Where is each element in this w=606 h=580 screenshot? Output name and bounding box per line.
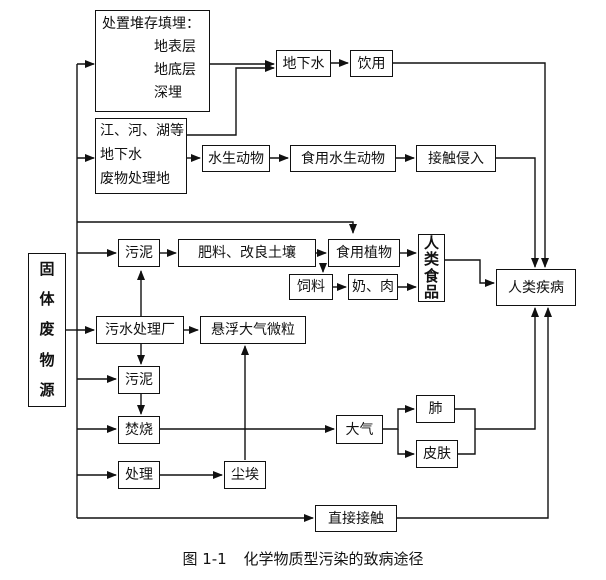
skin-box: 皮肤 bbox=[416, 440, 458, 468]
edible-plants-label: 食用植物 bbox=[336, 245, 392, 261]
contact-invasion-box: 接触侵入 bbox=[416, 145, 496, 172]
sludge-bottom-label: 污泥 bbox=[125, 372, 153, 388]
lung-box: 肺 bbox=[416, 395, 455, 423]
groundwater-label: 地下水 bbox=[282, 55, 325, 72]
human-food-char: 类 bbox=[423, 250, 439, 269]
arrow-atmosphere-to-skin bbox=[397, 429, 415, 458]
milk-meat-box: 奶、肉 bbox=[348, 274, 398, 300]
atmosphere-box: 大气 bbox=[336, 415, 383, 444]
feed-box: 饲料 bbox=[289, 274, 333, 300]
solid-waste-source-box: 固 体 废 物 源 bbox=[28, 253, 66, 407]
water-body-item: 地下水 bbox=[100, 147, 142, 163]
atmosphere-label: 大气 bbox=[345, 421, 374, 438]
treatment-label: 处理 bbox=[125, 467, 153, 483]
sewage-plant-label: 污水处理厂 bbox=[105, 322, 175, 338]
source-char: 固 bbox=[39, 259, 55, 278]
arrow-atmosphere-to-disease bbox=[475, 307, 539, 430]
arrow-atmosphere-to-lung bbox=[383, 405, 415, 430]
disposal-title: 处置堆存填埋： bbox=[102, 16, 200, 32]
milk-meat-label: 奶、肉 bbox=[352, 279, 394, 295]
human-food-char: 品 bbox=[423, 283, 439, 302]
water-bodies-box: 江、河、湖等 地下水 废物处理地 bbox=[95, 118, 187, 194]
disposal-item: 地表层 bbox=[154, 39, 196, 55]
contact-invasion-label: 接触侵入 bbox=[428, 150, 484, 167]
water-body-item: 废物处理地 bbox=[100, 171, 170, 187]
incineration-box: 焚烧 bbox=[118, 416, 160, 444]
human-disease-box: 人类疾病 bbox=[496, 269, 576, 306]
sludge-top-label: 污泥 bbox=[125, 245, 153, 261]
arrow-water-to-groundwater bbox=[187, 64, 275, 136]
arrow-contact-to-disease bbox=[496, 157, 539, 268]
sewage-plant-box: 污水处理厂 bbox=[96, 316, 184, 344]
dust-box: 尘埃 bbox=[224, 461, 266, 489]
figure-number: 图 1-1 bbox=[182, 550, 227, 568]
aerosol-label: 悬浮大气微粒 bbox=[211, 322, 295, 338]
disposal-item: 深埋 bbox=[154, 85, 182, 101]
human-food-char: 食 bbox=[423, 266, 439, 285]
arrow-food-to-disease bbox=[445, 259, 495, 287]
lung-skin-merge bbox=[455, 408, 476, 455]
disposal-box: 处置堆存填埋： 地表层 地底层 深埋 bbox=[95, 10, 210, 112]
skin-label: 皮肤 bbox=[423, 446, 451, 462]
feed-label: 饲料 bbox=[297, 279, 325, 295]
sludge-top-box: 污泥 bbox=[118, 239, 160, 267]
human-food-box: 人 类 食 品 bbox=[418, 234, 445, 302]
groundwater-box: 地下水 bbox=[276, 50, 331, 77]
dust-label: 尘埃 bbox=[231, 467, 259, 483]
disposal-item: 地底层 bbox=[154, 62, 196, 78]
edible-aquatic-label: 食用水生动物 bbox=[301, 150, 385, 167]
arrow-drinking-to-disease bbox=[393, 62, 549, 268]
incineration-label: 焚烧 bbox=[125, 422, 153, 438]
fertilizer-label: 肥料、改良土壤 bbox=[198, 245, 296, 261]
arrow-trunk-to-edible-plants bbox=[77, 221, 357, 234]
treatment-box: 处理 bbox=[118, 461, 160, 489]
lung-label: 肺 bbox=[428, 401, 443, 417]
source-char: 废 bbox=[39, 320, 55, 339]
figure-caption: 图 1-1 化学物质型污染的致病途径 bbox=[0, 548, 606, 569]
direct-contact-box: 直接接触 bbox=[315, 505, 397, 532]
fertilizer-box: 肥料、改良土壤 bbox=[178, 239, 316, 267]
source-char: 源 bbox=[39, 381, 55, 400]
arrow-direct-contact-to-disease bbox=[397, 307, 552, 519]
water-body-item: 江、河、湖等 bbox=[100, 123, 184, 139]
edible-plants-box: 食用植物 bbox=[328, 239, 400, 267]
figure-title: 化学物质型污染的致病途径 bbox=[243, 550, 424, 568]
direct-contact-label: 直接接触 bbox=[328, 510, 384, 527]
aquatic-animals-box: 水生动物 bbox=[202, 145, 270, 172]
source-char: 体 bbox=[39, 290, 55, 309]
human-disease-label: 人类疾病 bbox=[508, 279, 564, 296]
source-char: 物 bbox=[39, 350, 55, 369]
aquatic-animals-label: 水生动物 bbox=[208, 150, 264, 167]
sludge-bottom-box: 污泥 bbox=[118, 366, 160, 394]
edible-aquatic-box: 食用水生动物 bbox=[290, 145, 396, 172]
human-food-char: 人 bbox=[423, 233, 439, 252]
drinking-label: 饮用 bbox=[357, 55, 386, 72]
aerosol-box: 悬浮大气微粒 bbox=[200, 316, 306, 344]
drinking-box: 饮用 bbox=[350, 50, 393, 77]
